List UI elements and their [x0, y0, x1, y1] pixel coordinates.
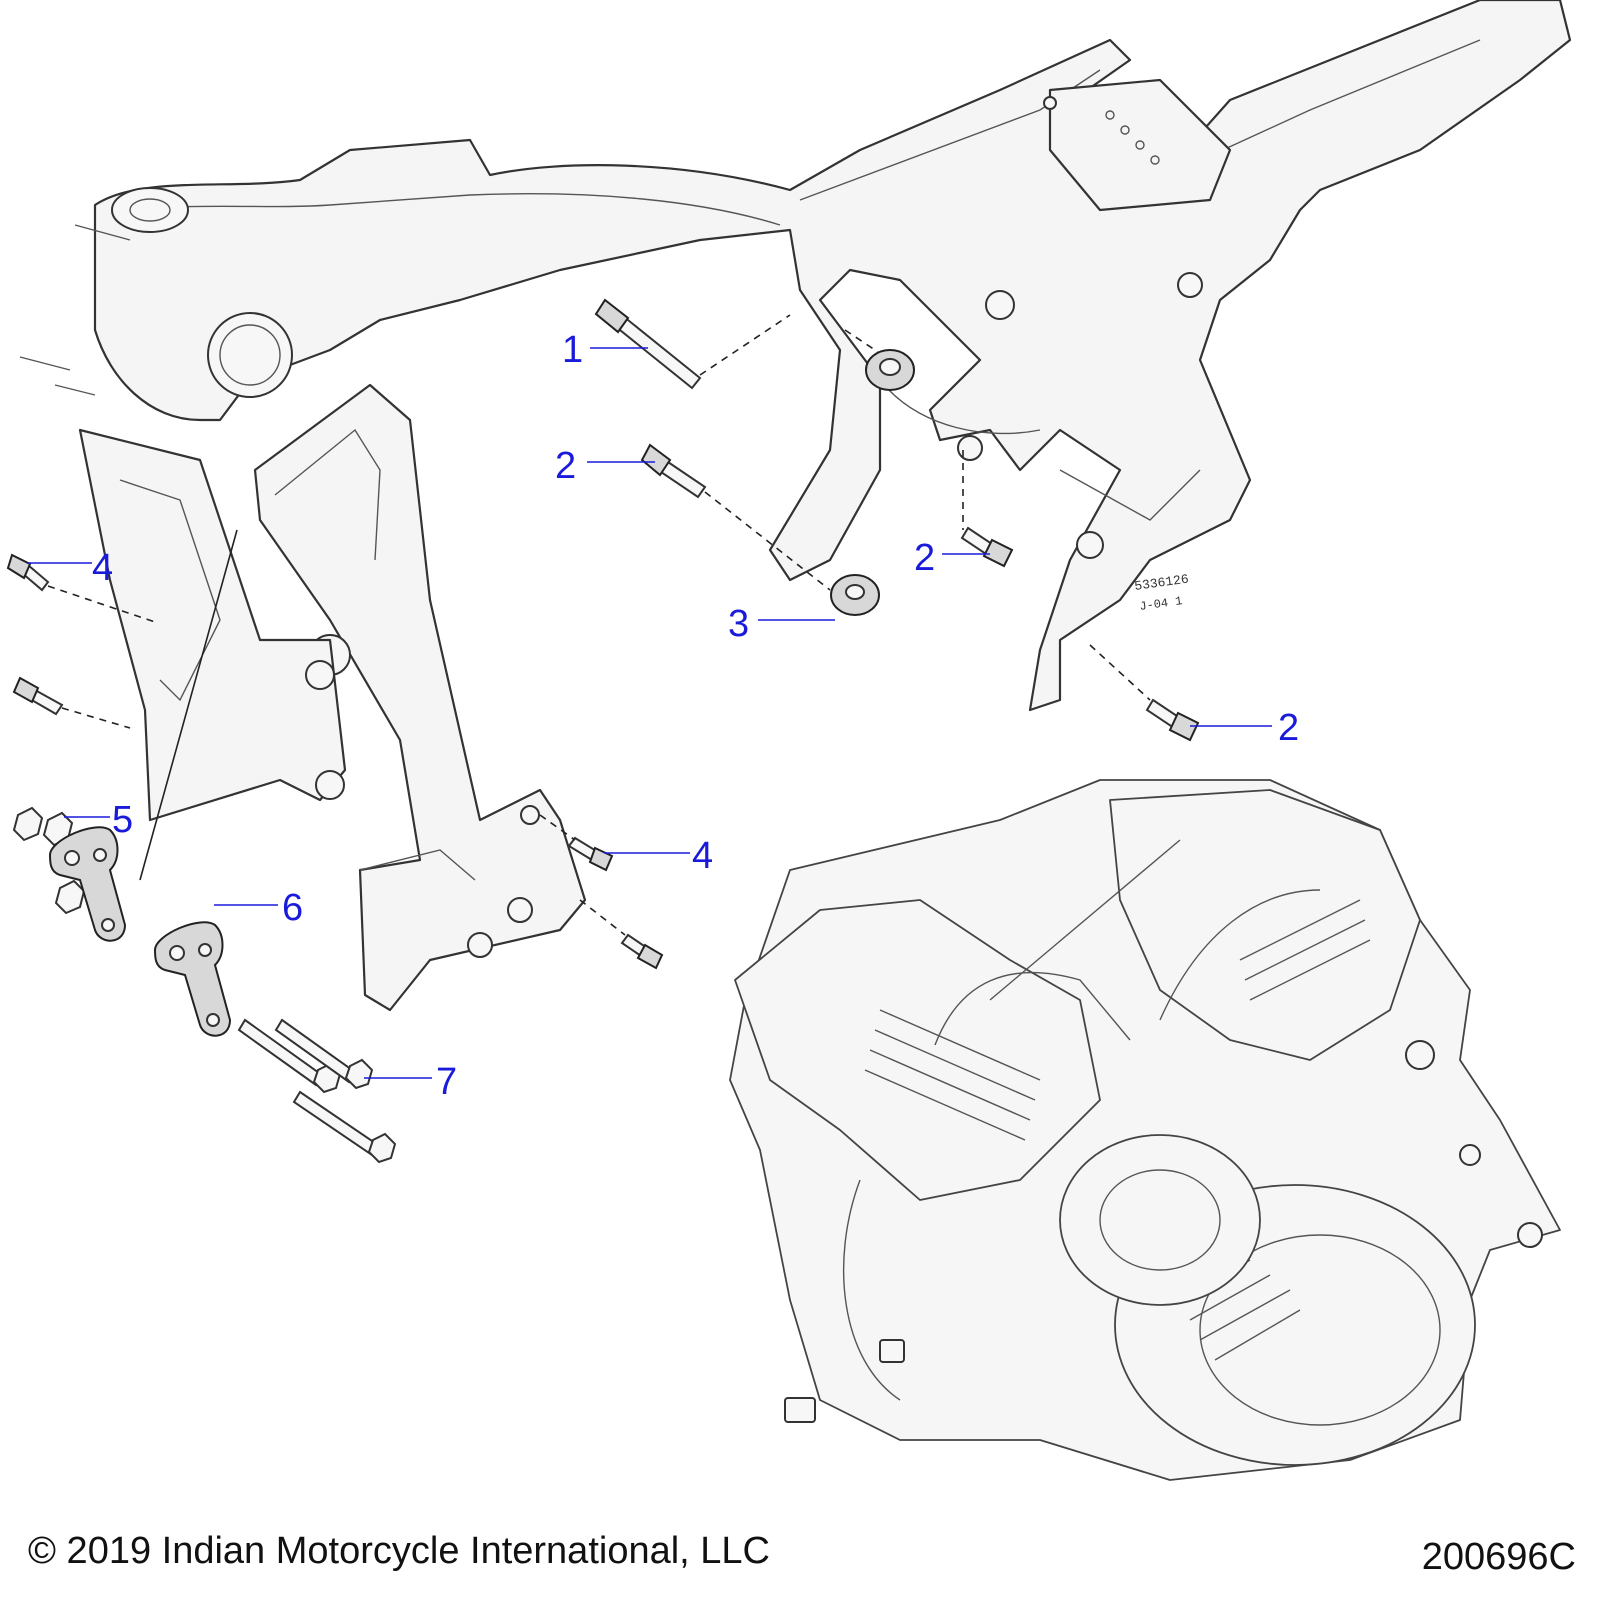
part-5-nuts — [12, 806, 86, 915]
callout-1: 1 — [562, 329, 648, 371]
part-2-bolt-c — [1089, 644, 1200, 742]
callout-4-a-label: 4 — [92, 547, 113, 589]
callout-6-label: 6 — [282, 887, 303, 929]
callout-2-a-label: 2 — [555, 445, 576, 487]
frame-part-number: 5336126 — [1133, 572, 1189, 594]
reference-line — [139, 529, 238, 881]
callout-2-c-label: 2 — [1278, 707, 1299, 749]
callout-2-c: 2 — [1190, 707, 1299, 749]
part-2-bolt-b — [960, 450, 1014, 568]
callout-5-label: 5 — [112, 799, 133, 841]
drawing-number: 200696C — [1421, 1536, 1576, 1578]
part-4-bolt-left-lower — [12, 676, 131, 729]
callout-2-b-label: 2 — [914, 537, 935, 579]
part-1-through-bolt — [594, 298, 791, 390]
callout-4-a: 4 — [28, 547, 113, 589]
callout-3-label: 3 — [728, 603, 749, 645]
copyright-notice: © 2019 Indian Motorcycle International, … — [28, 1530, 770, 1572]
callout-4-b-label: 4 — [692, 835, 713, 877]
callout-6: 6 — [214, 887, 303, 929]
part-4-bolt-right-lower — [579, 899, 664, 970]
callout-5: 5 — [64, 799, 133, 841]
v-twin-engine — [729, 779, 1561, 1481]
callout-1-label: 1 — [562, 329, 583, 371]
frame-mark: J-04 1 — [1139, 594, 1184, 614]
motorcycle-frame: 5336126 J-04 1 — [19, 0, 1572, 1012]
part-6-bracket-left — [48, 826, 127, 942]
callout-2-a: 2 — [555, 445, 655, 487]
callout-7: 7 — [364, 1061, 457, 1103]
part-4-bolt-left-upper — [6, 553, 156, 623]
callout-4-b: 4 — [604, 835, 713, 877]
callout-7-label: 7 — [436, 1061, 457, 1103]
part-7-bolts — [237, 1018, 397, 1164]
part-6-bracket-right — [153, 921, 232, 1037]
part-2-bolt-a — [640, 443, 831, 591]
callout-3: 3 — [728, 603, 835, 645]
part-3-spacer-lower — [830, 574, 880, 616]
part-3-spacer-upper — [844, 329, 915, 391]
callout-2-b: 2 — [914, 537, 990, 579]
